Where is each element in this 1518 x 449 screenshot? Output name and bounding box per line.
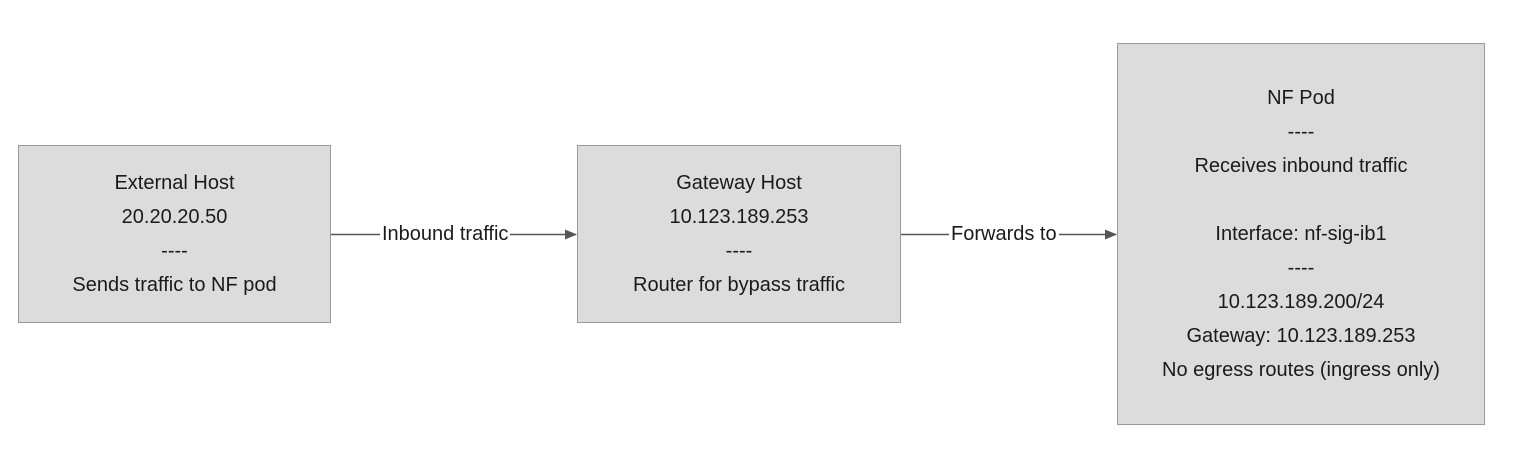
external-host-ip: 20.20.20.50 — [121, 206, 228, 228]
edge-label-inbound-traffic: Inbound traffic — [380, 222, 511, 246]
external-host-divider: ---- — [161, 240, 188, 262]
nf-pod-interface: Interface: nf-sig-ib1 — [1215, 223, 1387, 245]
external-host-title: External Host — [114, 172, 235, 194]
gateway-host-title: Gateway Host — [676, 172, 802, 194]
gateway-host-ip: 10.123.189.253 — [669, 206, 809, 228]
gateway-host-divider: ---- — [725, 240, 753, 262]
nf-pod-cidr: 10.123.189.200/24 — [1217, 291, 1385, 313]
external-host-description: Sends traffic to NF pod — [72, 274, 277, 296]
node-external-host: External Host 20.20.20.50 ---- Sends tra… — [18, 145, 331, 323]
nf-pod-description: Receives inbound traffic — [1194, 155, 1408, 177]
node-gateway-host: Gateway Host 10.123.189.253 ---- Router … — [577, 145, 901, 323]
nf-pod-divider-2: ---- — [1287, 257, 1315, 279]
nf-pod-egress-note: No egress routes (ingress only) — [1162, 359, 1440, 381]
node-nf-pod: NF Pod ---- Receives inbound traffic Int… — [1117, 43, 1485, 425]
edge-label-forwards-to: Forwards to — [949, 222, 1059, 246]
nf-pod-gateway: Gateway: 10.123.189.253 — [1186, 325, 1416, 347]
gateway-host-description: Router for bypass traffic — [633, 274, 845, 296]
nf-pod-title: NF Pod — [1267, 87, 1335, 109]
nf-pod-divider-1: ---- — [1287, 121, 1315, 143]
